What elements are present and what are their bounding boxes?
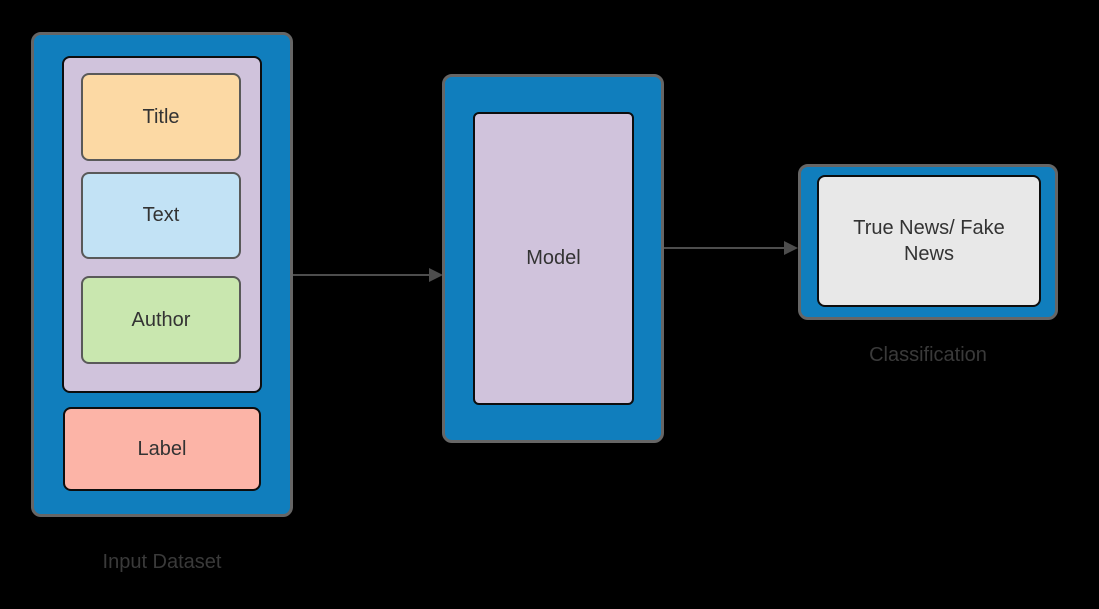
classification-caption: Classification [869,344,987,366]
model-group: Model [442,74,664,443]
input-fields-panel: Title Text Author [62,56,262,393]
node-model: Model [473,112,634,405]
node-title: Title [81,73,241,161]
node-label: Label [63,407,261,491]
input-dataset-group: Title Text Author Label [31,32,293,517]
node-author: Author [81,276,241,364]
node-classification: True News/ Fake News [817,175,1041,307]
node-classification-label: True News/ Fake News [853,217,1005,265]
node-title-label: Title [142,105,180,128]
arrow-model-to-classification [664,241,798,255]
node-model-label: Model [526,247,581,269]
arrow-input-to-model [293,268,443,282]
node-label-label: Label [137,437,187,460]
node-text: Text [81,172,241,259]
node-author-label: Author [131,308,191,331]
node-text-label: Text [142,204,180,226]
input-dataset-caption: Input Dataset [102,551,222,573]
classification-group: True News/ Fake News [798,164,1058,320]
